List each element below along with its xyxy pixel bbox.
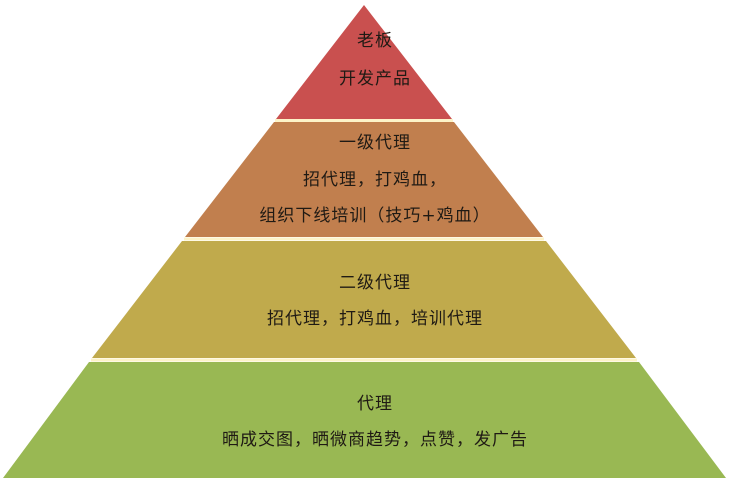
level-3-line-1: 晒成交图，晒微商趋势，点赞，发广告 <box>222 430 528 450</box>
level-1-line-2: 组织下线培训（技巧+鸡血） <box>259 206 491 226</box>
level-2-title: 二级代理 <box>339 273 411 293</box>
level-1-title: 一级代理 <box>339 133 411 153</box>
level-3-title: 代理 <box>357 394 393 414</box>
level-boss-line-1: 开发产品 <box>339 69 411 89</box>
level-2-line-1: 招代理，打鸡血，培训代理 <box>267 309 483 329</box>
pyramid-level-3 <box>3 362 726 478</box>
pyramid-level-2 <box>92 241 636 358</box>
level-boss-title: 老板 <box>357 31 393 51</box>
level-1-line-1: 招代理，打鸡血， <box>303 170 447 190</box>
pyramid-level-boss <box>276 5 452 119</box>
pyramid-level-1 <box>185 122 543 237</box>
